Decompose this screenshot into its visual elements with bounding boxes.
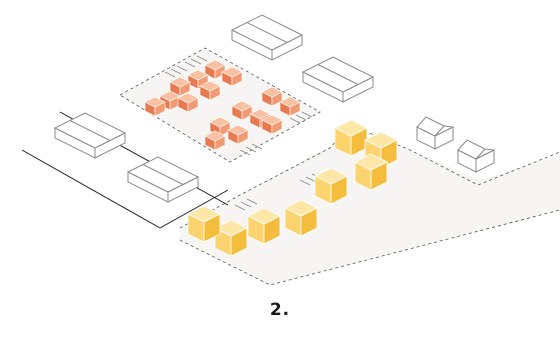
existing-building-north-1 (231, 14, 303, 61)
road-edge-outer (21, 149, 161, 229)
new-site-boundary-south (179, 209, 560, 286)
existing-building-west-1 (54, 112, 126, 159)
existing-house-1 (416, 116, 454, 150)
road-connector (159, 189, 229, 229)
demolished-area-boundary (119, 47, 321, 163)
step-number-label: 2. (269, 300, 291, 320)
existing-building-north-2 (302, 56, 374, 103)
new-site-ground (180, 135, 560, 285)
existing-building-west-2 (127, 156, 199, 203)
existing-house-2 (457, 139, 495, 173)
